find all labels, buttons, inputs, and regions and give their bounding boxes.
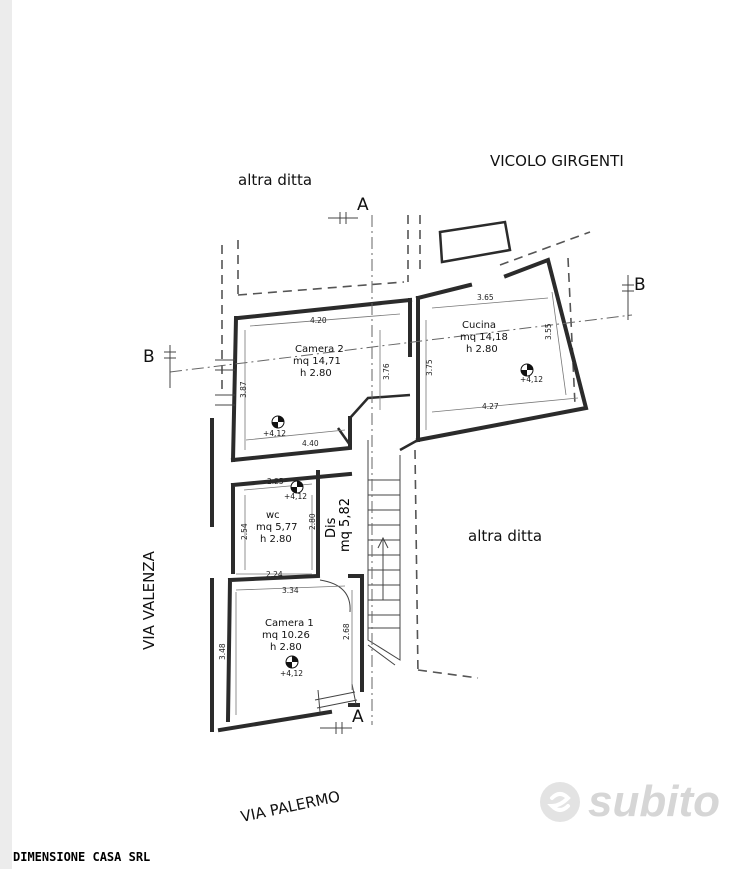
section-line-b [169, 314, 633, 373]
room-name: Camera 2 [295, 344, 344, 355]
label-via-palermo: VIA PALERMO [239, 787, 342, 826]
window-left [215, 359, 235, 406]
boundary-right [414, 449, 479, 679]
room-area: mq 10.26 [262, 630, 310, 641]
dim-cam2-top: 4.20 [310, 316, 327, 325]
watermark-text: subito [588, 777, 720, 826]
dim-lines [235, 291, 579, 715]
room-camera1: Camera 1 mq 10.26 h 2.80 +4,12 [262, 618, 314, 678]
window-bottom [314, 683, 358, 713]
room-name: Cucina [462, 320, 496, 331]
room-name: Camera 1 [265, 618, 314, 629]
dim-cucina-left: 3.75 [425, 359, 434, 376]
level-value: +4,12 [284, 492, 307, 501]
dim-cam2-bottom: 4.40 [302, 439, 319, 448]
dim-wc-right: 2.80 [308, 513, 317, 530]
room-camera2: Camera 2 mq 14,71 h 2.80 +4,12 [263, 344, 344, 438]
wall-camera1 [225, 573, 364, 723]
dim-cucina-top: 3.65 [477, 293, 494, 302]
dim-cam2-right: 3.76 [382, 363, 391, 380]
stair-arrow-icon [377, 536, 389, 600]
level-marker-icon [285, 655, 299, 669]
boundary-top-right [407, 215, 591, 406]
level-marker-icon [290, 480, 304, 494]
company-name: DIMENSIONE CASA SRL [13, 850, 150, 864]
level-value: +4,12 [520, 375, 543, 384]
section-marker-b-right [622, 275, 634, 320]
section-label-b-left: B [143, 347, 155, 367]
wall-left-street [210, 418, 360, 733]
level-marker-icon [520, 363, 534, 377]
room-height: h 2.80 [260, 534, 292, 545]
dim-cucina-right: 3.55 [544, 323, 553, 340]
dim-cam1-right: 2.68 [342, 623, 351, 640]
wall-wc [230, 470, 353, 577]
section-label-a-bottom: A [352, 707, 364, 727]
section-marker-b-left [164, 345, 176, 388]
dim-wc-top: 2.25 [267, 477, 284, 486]
wall-stair [367, 440, 401, 666]
room-dis: Dis mq 5,82 [324, 498, 353, 552]
subito-logo [540, 782, 580, 822]
room-area: mq 14,71 [293, 356, 341, 367]
dim-cam2-left: 3.87 [239, 381, 248, 398]
room-height: h 2.80 [300, 368, 332, 379]
section-label-b-right: B [634, 275, 646, 295]
room-area: mq 5,82 [338, 498, 353, 552]
room-area: mq 5,77 [256, 522, 298, 533]
room-area: mq 14,18 [460, 332, 508, 343]
level-value: +4,12 [263, 429, 286, 438]
dim-cam1-top: 3.34 [282, 586, 299, 595]
room-height: h 2.80 [466, 344, 498, 355]
dim-wc-left: 2.54 [240, 523, 249, 540]
room-cucina: Cucina mq 14,18 h 2.80 +4,12 [460, 320, 543, 384]
label-via-valenza: VIA VALENZA [140, 550, 158, 650]
room-wc: +4,12 wc mq 5,77 h 2.80 [256, 480, 307, 545]
label-altra-ditta-right: altra ditta [468, 527, 542, 545]
door-arc-camera1 [319, 579, 351, 613]
room-name: wc [266, 510, 280, 521]
label-vicolo-girgenti: VICOLO GIRGENTI [490, 152, 624, 170]
dim-cam1-left: 3.48 [218, 643, 227, 660]
wall-cucina [415, 257, 589, 443]
wall-camera2 [230, 297, 413, 463]
section-marker-a-top [328, 212, 358, 224]
section-marker-a-bottom [320, 722, 352, 734]
section-label-a-top: A [357, 195, 369, 215]
room-height: h 2.80 [270, 642, 302, 653]
room-name: Dis [324, 517, 339, 538]
label-altra-ditta-top: altra ditta [238, 171, 312, 189]
level-marker-icon [271, 415, 285, 429]
wall-balcony [438, 220, 512, 264]
dim-wc-bottom: 2.24 [266, 570, 283, 579]
level-value: +4,12 [280, 669, 303, 678]
dim-cucina-bottom: 4.27 [482, 402, 499, 411]
